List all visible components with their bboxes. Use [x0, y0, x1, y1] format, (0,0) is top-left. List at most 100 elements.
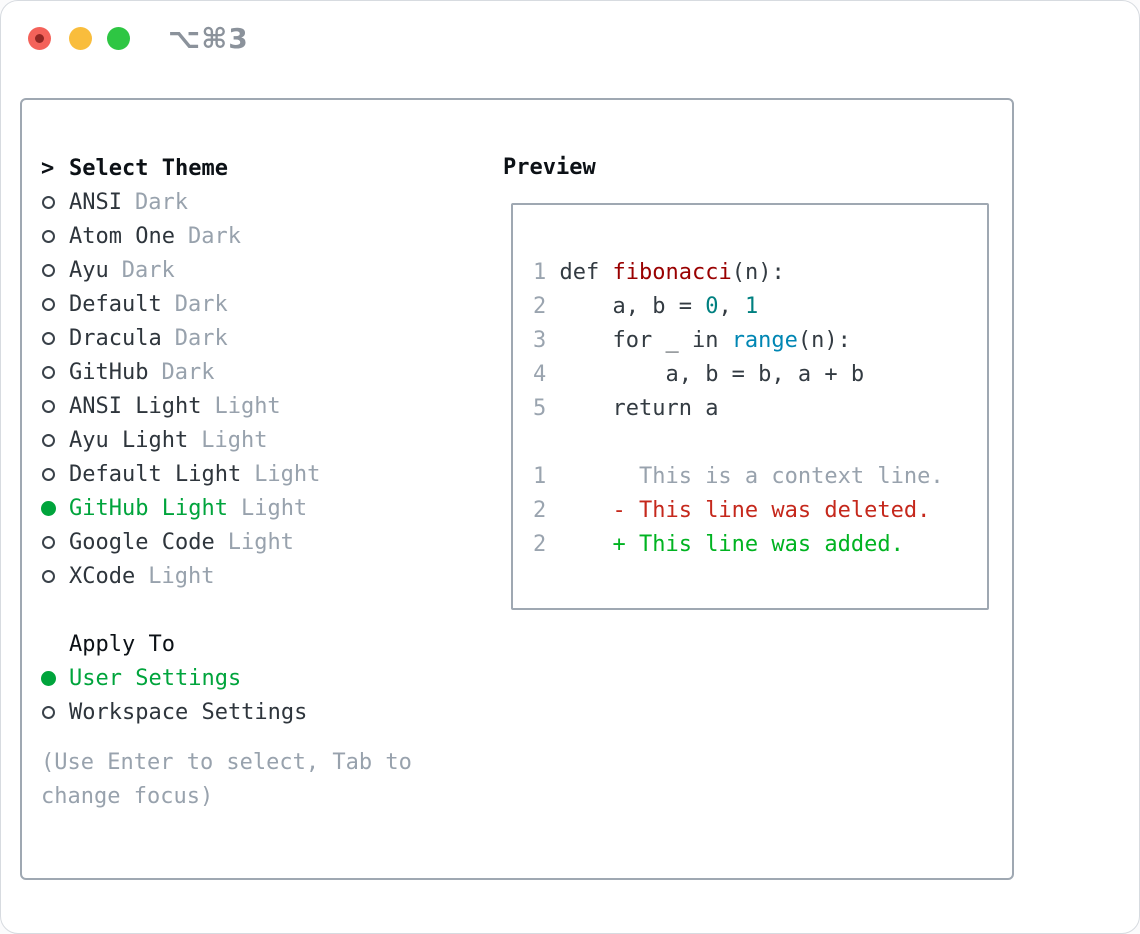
apply-option-user-settings[interactable]: User Settings [41, 661, 307, 695]
code-segment: + This line was added. [546, 532, 904, 557]
item-label: Workspace Settings [69, 699, 308, 725]
theme-dialog: > Select Theme ANSI Dark Atom One Dark A… [20, 98, 1014, 880]
maximize-button[interactable] [107, 27, 130, 50]
theme-item-ansi-light[interactable]: ANSI Light Light [41, 389, 320, 423]
item-label: Dracula [69, 325, 162, 351]
item-variant: Dark [134, 189, 188, 215]
item-label: GitHub [69, 359, 149, 385]
code-line: 4 a, b = b, a + b [533, 358, 944, 392]
close-dot-icon [35, 34, 44, 43]
code-segment: This is a context line. [546, 464, 944, 489]
item-label: Ayu Light [69, 427, 189, 453]
item-variant: Dark [174, 291, 228, 317]
item-label: User Settings [69, 665, 242, 691]
item-variant: Light [201, 427, 268, 453]
code-line [533, 426, 944, 460]
code-segment: def [546, 260, 613, 285]
line-number: 1 [533, 260, 547, 285]
item-variant: Dark [187, 223, 241, 249]
theme-item-ayu-light[interactable]: Ayu Light Light [41, 423, 320, 457]
minimize-button[interactable] [69, 27, 92, 50]
item-variant: Light [214, 393, 281, 419]
radio-icon [42, 229, 55, 243]
item-label: Default Light [69, 461, 242, 487]
radio-icon [42, 569, 55, 583]
code-segment: for _ in [546, 328, 732, 353]
theme-item-ansi[interactable]: ANSI Dark [41, 185, 320, 219]
select-theme-header: > Select Theme [41, 151, 320, 185]
apply-option-workspace-settings[interactable]: Workspace Settings [41, 695, 307, 729]
radio-icon [42, 399, 55, 413]
theme-item-github[interactable]: GitHub Dark [41, 355, 320, 389]
code-segment: (n): [731, 260, 785, 285]
item-variant: Light [240, 495, 308, 521]
item-variant: Dark [161, 359, 215, 385]
item-label: Atom One [69, 223, 175, 249]
code-line: 5 return a [533, 392, 944, 426]
line-number: 3 [533, 328, 547, 353]
code-line: 2 a, b = 0, 1 [533, 290, 944, 324]
code-line: 1 def fibonacci(n): [533, 256, 944, 290]
radio-icon [42, 467, 55, 481]
prompt-marker: > [41, 156, 69, 181]
theme-item-github-light[interactable]: GitHub Light Light [41, 491, 320, 525]
select-theme-title: Select Theme [69, 155, 228, 181]
theme-item-google-code[interactable]: Google Code Light [41, 525, 320, 559]
item-label: Default [69, 291, 162, 317]
item-label: GitHub Light [69, 495, 228, 521]
theme-item-atom-one[interactable]: Atom One Dark [41, 219, 320, 253]
item-label: XCode [69, 563, 136, 589]
item-label: ANSI [69, 189, 122, 215]
window-title: ⌥⌘3 [168, 22, 249, 55]
code-segment: 0 [705, 294, 719, 319]
apply-to-section: Apply To User Settings Workspace Setting… [41, 627, 307, 729]
item-variant: Dark [121, 257, 175, 283]
code-line: 1 This is a context line. [533, 460, 944, 494]
code-segment: fibonacci [612, 260, 732, 285]
theme-item-ayu[interactable]: Ayu Dark [41, 253, 320, 287]
close-button[interactable] [28, 27, 51, 50]
code-line: 2 - This line was deleted. [533, 494, 944, 528]
item-label: ANSI Light [69, 393, 202, 419]
chevron-right-icon: > [41, 155, 55, 181]
preview-title: Preview [503, 155, 596, 180]
item-variant: Light [148, 563, 215, 589]
radio-icon [42, 535, 55, 549]
theme-item-dracula[interactable]: Dracula Dark [41, 321, 320, 355]
item-variant: Light [227, 529, 294, 555]
apply-to-options: User Settings Workspace Settings [41, 661, 307, 729]
radio-icon [41, 500, 56, 516]
theme-item-default-light[interactable]: Default Light Light [41, 457, 320, 491]
radio-icon [42, 297, 55, 311]
line-number: 1 [533, 464, 547, 489]
code-segment: (n): [797, 328, 851, 353]
theme-column: > Select Theme ANSI Dark Atom One Dark A… [41, 151, 320, 593]
code-segment: return a [546, 396, 719, 421]
radio-icon [42, 263, 55, 277]
line-number: 5 [533, 396, 547, 421]
radio-icon [42, 705, 55, 719]
radio-icon [42, 433, 55, 447]
item-label: Ayu [69, 257, 109, 283]
radio-icon [42, 331, 55, 345]
item-variant: Light [254, 461, 321, 487]
line-number: 2 [533, 498, 547, 523]
radio-icon [42, 365, 55, 379]
keyboard-hint: (Use Enter to select, Tab to change focu… [41, 750, 412, 809]
code-segment: - This line was deleted. [546, 498, 931, 523]
code-line: 2 + This line was added. [533, 528, 944, 562]
line-number: 4 [533, 362, 547, 387]
theme-item-xcode[interactable]: XCode Light [41, 559, 320, 593]
apply-to-title: Apply To [69, 631, 175, 657]
item-variant: Dark [174, 325, 228, 351]
code-segment: a, b = b, a + b [546, 362, 865, 387]
code-line: 3 for _ in range(n): [533, 324, 944, 358]
theme-item-default[interactable]: Default Dark [41, 287, 320, 321]
line-number: 2 [533, 532, 547, 557]
code-segment: 1 [744, 294, 759, 319]
apply-to-header: Apply To [41, 627, 307, 661]
